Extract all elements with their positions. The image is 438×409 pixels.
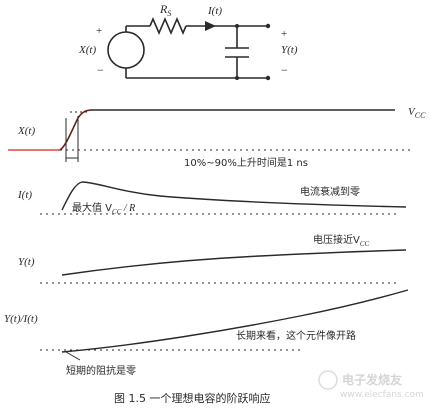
- output-label: Y(t): [281, 44, 298, 56]
- resistor-label-main: R: [159, 2, 168, 16]
- i-plot-label: I(t): [17, 189, 32, 201]
- y-approach-prefix: 电压接近V: [313, 233, 360, 246]
- z-plot-label: Y(t)/I(t): [4, 313, 38, 325]
- watermark-title: 电子发烧友: [342, 372, 402, 387]
- resistor-label-sub: S: [167, 9, 171, 18]
- i-decay-curve: [61, 181, 407, 211]
- junction-top: [235, 24, 239, 28]
- y-charge-curve: [61, 249, 407, 276]
- output-terminal-top: [265, 23, 271, 29]
- output-plus-sign: +: [281, 28, 287, 40]
- source-plus-sign: +: [96, 25, 102, 37]
- i-peak-sub: CC: [112, 208, 122, 216]
- voltage-source-symbol: [107, 31, 145, 69]
- i-plot: I(t) 电流衰减到零 最大值 VCC / R: [17, 181, 407, 216]
- output-minus-sign: −: [281, 63, 288, 77]
- y-approach-sub: CC: [360, 240, 370, 248]
- i-peak-prefix: 最大值 V: [72, 201, 112, 214]
- figure-caption: 图 1.5 一个理想电容的阶跃响应: [114, 391, 271, 405]
- resistor-label: RS: [159, 2, 171, 18]
- current-arrow-icon: [205, 21, 216, 31]
- x-rise-edge: [59, 109, 93, 151]
- y-plot: Y(t) 电压接近VCC: [18, 233, 407, 284]
- current-label: I(t): [207, 5, 222, 17]
- circuit-schematic: [125, 16, 268, 79]
- source-minus-sign: −: [97, 63, 104, 77]
- z-impedance-curve: [61, 289, 409, 353]
- i-peak-suffix: / R: [121, 203, 135, 214]
- x-vcc-main: V: [408, 106, 416, 118]
- junction-bottom: [235, 76, 239, 80]
- x-vcc-label: VCC: [408, 106, 426, 120]
- z-short-term-note: 短期的阻抗是零: [66, 364, 136, 377]
- watermark-logo-icon: [318, 370, 338, 390]
- x-vcc-sub: CC: [415, 111, 426, 120]
- i-peak-annotation: 最大值 VCC / R: [72, 201, 135, 216]
- x-rise-time-annotation: 10%~90%上升时间是1 ns: [184, 156, 308, 169]
- x-plot-label: X(t): [17, 125, 35, 137]
- z-long-term-note: 长期来看，这个元件像开路: [236, 329, 356, 342]
- x-plot: X(t) VCC 10%~90%上升时间是1 ns: [8, 106, 426, 169]
- z-plot: Y(t)/I(t) 长期来看，这个元件像开路 短期的阻抗是零: [4, 289, 409, 377]
- output-terminal-bottom: [265, 75, 271, 81]
- y-approach-note: 电压接近VCC: [313, 233, 370, 248]
- y-plot-label: Y(t): [18, 256, 35, 268]
- i-decay-note: 电流衰减到零: [300, 185, 360, 198]
- resistor-symbol: [149, 16, 187, 36]
- watermark-url: www.elecfans.com: [340, 390, 424, 400]
- z-short-term-pointer: [65, 351, 81, 361]
- watermark: 电子发烧友 www.elecfans.com: [318, 370, 424, 400]
- source-label: X(t): [78, 44, 96, 56]
